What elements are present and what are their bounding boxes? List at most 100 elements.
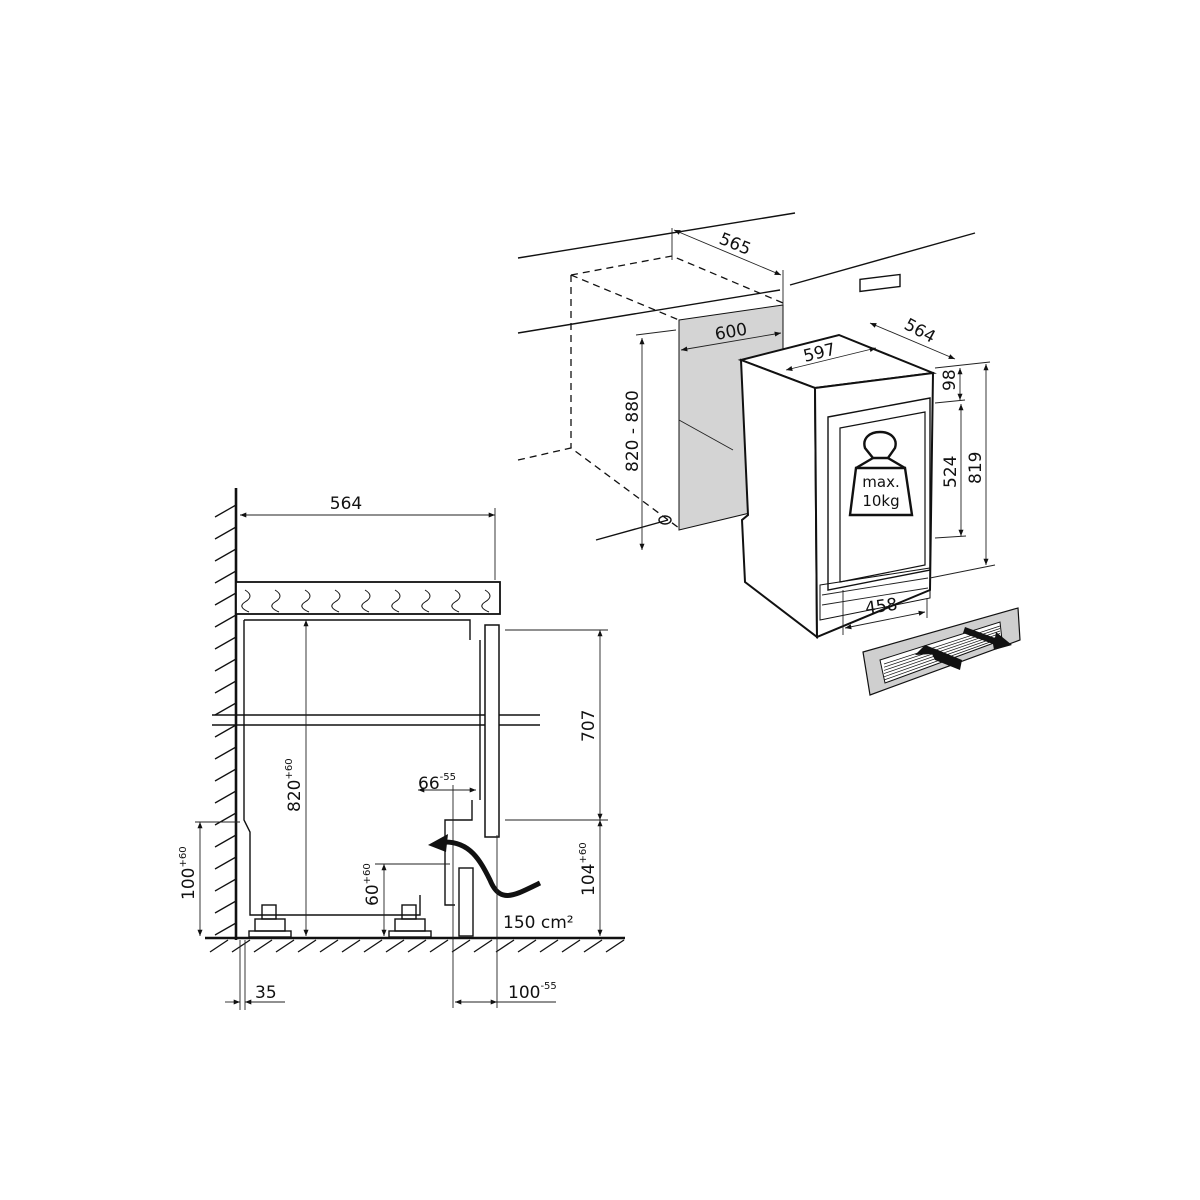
hatch-line bbox=[209, 939, 229, 953]
wood-grain bbox=[241, 589, 491, 613]
hatch-line bbox=[214, 592, 237, 606]
hatch-line bbox=[473, 939, 493, 953]
extension-line bbox=[934, 399, 966, 404]
hatch-line bbox=[214, 922, 237, 936]
foot-left bbox=[248, 904, 292, 938]
hatch-line bbox=[539, 939, 559, 953]
grille-line bbox=[821, 577, 929, 596]
dim-plinth-depth: 100-55 bbox=[508, 981, 557, 1003]
hatch-line bbox=[214, 526, 237, 540]
vent-area-label: 150 cm² bbox=[503, 913, 574, 933]
plinth-profile bbox=[444, 800, 473, 906]
hatch-line bbox=[214, 790, 237, 804]
niche-inner-line bbox=[678, 419, 734, 451]
hatch-line bbox=[214, 504, 237, 518]
dim-appliance-depth: 564 bbox=[901, 315, 939, 348]
weight-icon bbox=[848, 430, 914, 517]
hatch-line bbox=[214, 658, 237, 672]
hatch-line bbox=[214, 856, 237, 870]
hatch-line bbox=[214, 724, 237, 738]
control-panel bbox=[859, 273, 901, 293]
worktop-edge bbox=[517, 212, 796, 259]
ventilation-grille bbox=[862, 607, 1021, 696]
dim-wall-gap: 35 bbox=[255, 983, 277, 1003]
extension-line bbox=[934, 361, 991, 369]
hatch-line bbox=[214, 680, 237, 694]
dim-line-597 bbox=[785, 347, 877, 371]
hatch-line bbox=[429, 939, 449, 953]
niche-top-dashed bbox=[570, 274, 680, 321]
hatch-line bbox=[297, 939, 317, 953]
dim-top-offset: 98 bbox=[940, 369, 960, 391]
dim-door-height: 524 bbox=[941, 456, 961, 488]
dim-foot-height: 60+60 bbox=[362, 863, 383, 906]
dim-appliance-height: 819 bbox=[966, 452, 986, 484]
hatch-line bbox=[341, 939, 361, 953]
dim-line-600 bbox=[680, 331, 782, 352]
appliance-side-face bbox=[739, 358, 819, 640]
plinth-board bbox=[458, 867, 474, 937]
dim-plinth-width: 458 bbox=[864, 595, 899, 619]
niche-top-dashed bbox=[570, 255, 784, 304]
hatch-line bbox=[605, 939, 625, 953]
wood-grain-line bbox=[271, 589, 281, 613]
hatch-line bbox=[214, 570, 237, 584]
dim-plinth-left: 100+60 bbox=[178, 846, 199, 900]
hatch-line bbox=[517, 939, 537, 953]
hatch-line bbox=[583, 939, 603, 953]
dim-line-564-iso bbox=[869, 322, 956, 360]
wood-grain-line bbox=[421, 589, 431, 613]
dim-niche-depth: 565 bbox=[716, 229, 754, 260]
hatch-line bbox=[275, 939, 295, 953]
hatch-line bbox=[214, 812, 237, 826]
niche-bottom-dashed bbox=[517, 447, 680, 529]
wood-grain-line bbox=[241, 589, 251, 613]
extension-line bbox=[929, 564, 996, 579]
hatch-line bbox=[407, 939, 427, 953]
grille-line bbox=[821, 587, 929, 606]
countertop bbox=[235, 581, 501, 615]
side-view: 564 820+60 707 104+60 bbox=[178, 488, 625, 1010]
dim-niche-height: 820 - 880 bbox=[623, 390, 643, 472]
dim-gap-front: 66-55 bbox=[418, 772, 456, 794]
plinth-grille bbox=[819, 567, 931, 621]
hatch-line bbox=[214, 636, 237, 650]
wood-grain-line bbox=[481, 589, 491, 613]
hatch-line bbox=[883, 625, 1001, 665]
worktop-front bbox=[517, 289, 781, 334]
dim-height-niche: 820+60 bbox=[284, 758, 305, 812]
dim-line-458 bbox=[844, 610, 926, 630]
dim-width-top: 564 bbox=[330, 494, 362, 514]
hatch-line bbox=[214, 834, 237, 848]
hatch-line bbox=[214, 878, 237, 892]
foot-right bbox=[388, 904, 432, 938]
hatch-line bbox=[214, 548, 237, 562]
air-in-arrow-icon bbox=[915, 645, 962, 670]
air-out-arrow-icon bbox=[963, 627, 1012, 650]
weight-label-value: 10kg bbox=[862, 492, 899, 510]
hatch-line bbox=[214, 900, 237, 914]
worktop-front-right bbox=[789, 232, 976, 286]
hatch-line bbox=[363, 939, 383, 953]
airflow-arrow bbox=[444, 839, 542, 898]
hatch-line bbox=[561, 939, 581, 953]
hatch-line bbox=[214, 702, 237, 716]
dim-plinth-right: 104+60 bbox=[578, 842, 599, 896]
wood-grain-line bbox=[391, 589, 401, 613]
wood-grain-line bbox=[331, 589, 341, 613]
appliance-top bbox=[244, 619, 471, 640]
airflow-arrowhead-icon bbox=[428, 834, 448, 852]
dim-height-door: 707 bbox=[579, 710, 599, 742]
adjustable-foot bbox=[658, 515, 672, 525]
hatch-line bbox=[495, 939, 515, 953]
hatch-line bbox=[214, 768, 237, 782]
wall-hatching bbox=[214, 504, 237, 936]
hatch-line bbox=[319, 939, 339, 953]
hatch-line bbox=[214, 614, 237, 628]
extension-line bbox=[934, 535, 967, 539]
dim-line-565 bbox=[673, 229, 782, 276]
floor-hatching bbox=[209, 939, 625, 953]
appliance-body bbox=[243, 620, 421, 916]
